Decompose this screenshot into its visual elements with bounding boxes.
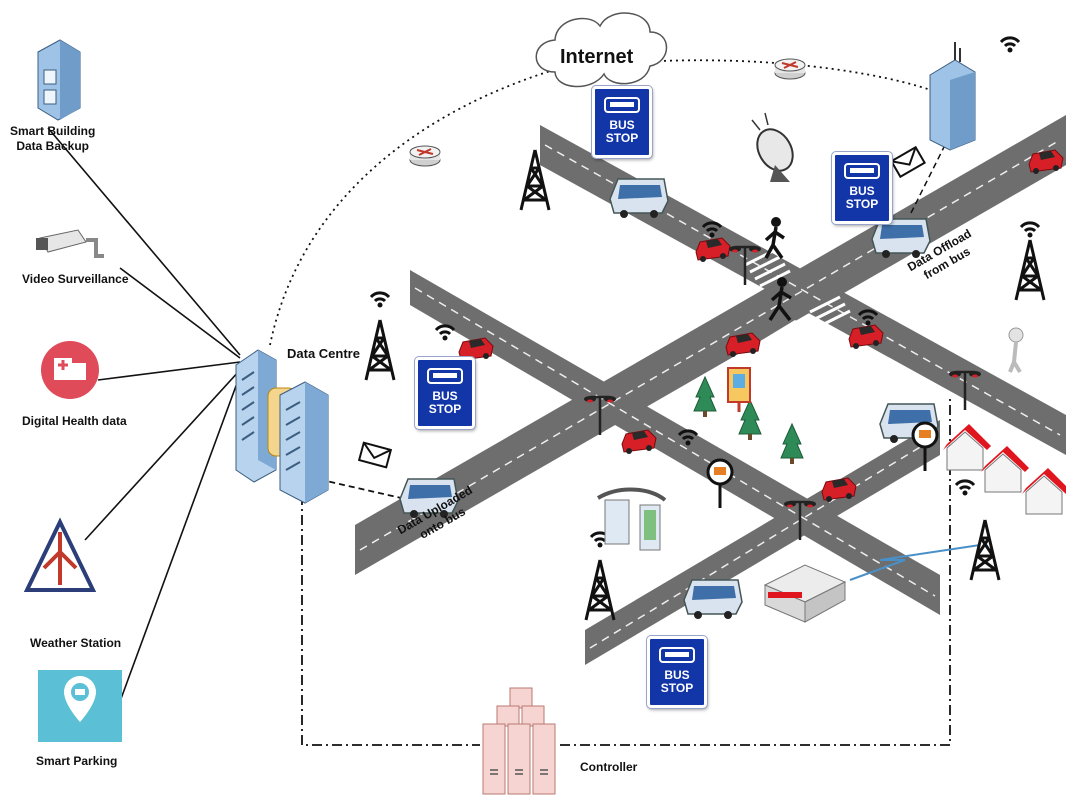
network-links [47, 59, 981, 746]
gas-station-icon [763, 564, 847, 623]
cell-tower-icon [969, 518, 1001, 582]
house-icon [1021, 467, 1066, 515]
controller-label: Controller [580, 760, 638, 774]
satellite-dish-icon [751, 112, 794, 182]
router-icon [409, 145, 441, 167]
bus-icon [683, 579, 743, 620]
building-to-bus [909, 144, 946, 216]
smart-parking-label: Smart Parking [36, 754, 118, 768]
mail-icon [358, 441, 392, 469]
bus-icon [659, 647, 695, 663]
parking-pin-icon [38, 670, 122, 742]
cell-tower-icon [1014, 221, 1046, 302]
person-on-phone-icon [1008, 327, 1024, 374]
house-icon [980, 445, 1030, 493]
bus-shelter-icon [596, 487, 667, 551]
router-icon [774, 58, 806, 80]
smart-building-label: Smart Building Data Backup [10, 124, 96, 153]
internet-label: Internet [560, 46, 634, 68]
bus-icon [427, 368, 463, 384]
hospital-icon [41, 341, 99, 399]
cell-tower-icon [584, 531, 616, 622]
controller-loop [301, 395, 951, 746]
data-centre-icon [235, 349, 329, 504]
mail-icon [890, 146, 926, 178]
wind-turbine-icon [23, 517, 97, 592]
wifi-icon [954, 479, 976, 497]
wireless-link [849, 544, 981, 581]
bus-icon [604, 97, 640, 113]
controller-icon [482, 687, 556, 795]
building-icon [37, 39, 81, 121]
digital-health-label: Digital Health data [22, 414, 127, 428]
cctv-camera-icon [36, 229, 104, 258]
pedestrian-icon [764, 217, 785, 259]
car-icon [1028, 149, 1064, 175]
wifi-icon [434, 324, 456, 342]
data-centre-to-bus [299, 474, 411, 501]
internet-cloud [535, 12, 668, 88]
video-surveillance-label: Video Surveillance [22, 272, 129, 286]
data-centre-label: Data Centre [287, 346, 360, 361]
weather-station-label: Weather Station [30, 636, 122, 650]
wifi-icon [999, 36, 1021, 54]
pedestrian-icon [768, 277, 792, 322]
bus-icon [844, 163, 880, 179]
plaza-block [655, 320, 935, 480]
office-tower-icon [929, 42, 976, 151]
bus-icon [609, 178, 669, 219]
cell-tower-icon [364, 291, 396, 382]
info-kiosk-icon [727, 367, 751, 412]
car-icon [621, 429, 657, 455]
